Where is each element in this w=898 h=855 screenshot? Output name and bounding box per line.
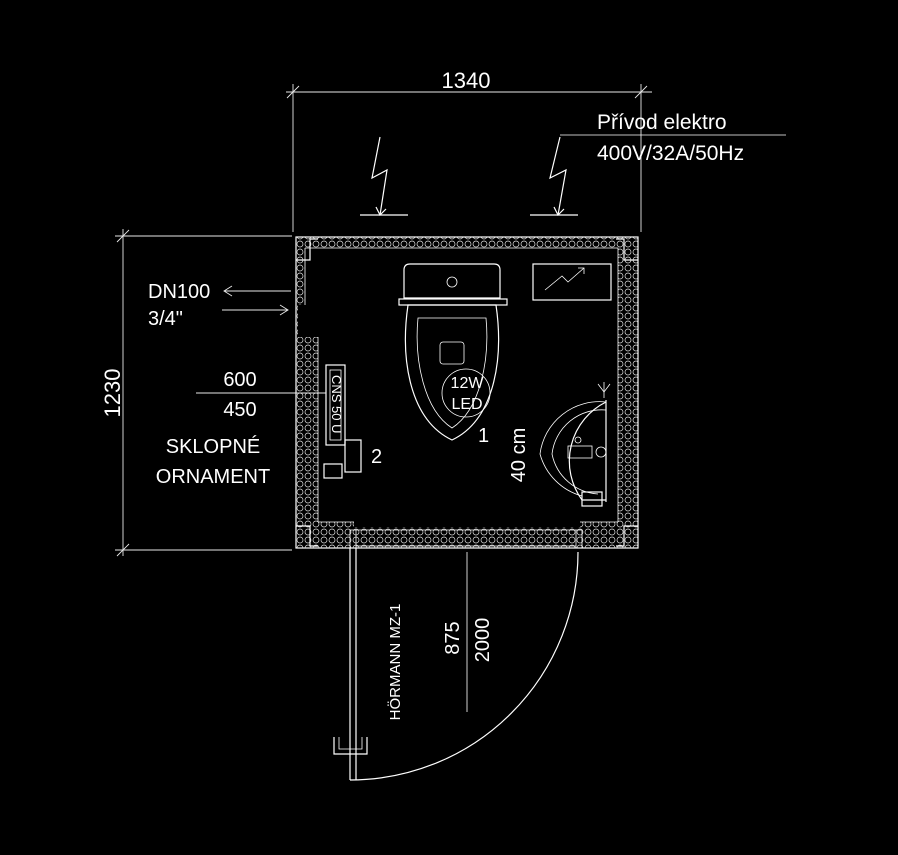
lightning-icon: [544, 267, 585, 291]
rail-length-label: 600: [223, 369, 256, 391]
electrical-supply: Přívod elektro 400V/32A/50Hz: [360, 111, 786, 217]
wash-basin: 40 cm: [508, 382, 611, 507]
electro-spec-label: 400V/32A/50Hz: [597, 142, 744, 165]
toilet: 12W LED 1: [398, 263, 508, 447]
rail-number: 2: [371, 446, 382, 468]
door-handle-icon: [333, 737, 368, 755]
height-label: 1230: [100, 369, 125, 418]
ornament-label: ORNAMENT: [156, 466, 270, 488]
width-label: 1340: [442, 68, 491, 93]
electro-label: Přívod elektro: [597, 111, 727, 134]
drain-label: DN100: [148, 281, 210, 303]
fold-label: SKLOPNÉ: [166, 435, 260, 458]
rail-length2-label: 450: [223, 399, 256, 421]
door-model-label: HÖRMANN MZ-1: [386, 604, 404, 721]
led-light-icon: [441, 368, 491, 418]
wc-number: 1: [478, 425, 489, 447]
walls: [295, 236, 639, 549]
door-width-label: 875: [442, 621, 464, 654]
height-dimension: 1230: [100, 229, 292, 557]
electrical-cabinet: [532, 263, 612, 301]
basin-height-label: 40 cm: [508, 428, 530, 482]
width-dimension: 1340: [286, 68, 652, 232]
light-type-label: LED: [451, 396, 482, 413]
door: 875 2000 HÖRMANN MZ-1: [333, 548, 579, 781]
rail-label: CNS 50 U: [329, 375, 344, 434]
door-height-label: 2000: [472, 618, 494, 663]
pipes: DN100 3/4": [148, 281, 291, 330]
light-power-label: 12W: [451, 375, 485, 392]
lightning-icon: [371, 136, 388, 216]
lightning-icon: [549, 136, 567, 216]
supply-label: 3/4": [148, 308, 183, 330]
grab-rail: CNS 50 U 600 450 SKLOPNÉ ORNAMENT 2: [156, 364, 382, 488]
